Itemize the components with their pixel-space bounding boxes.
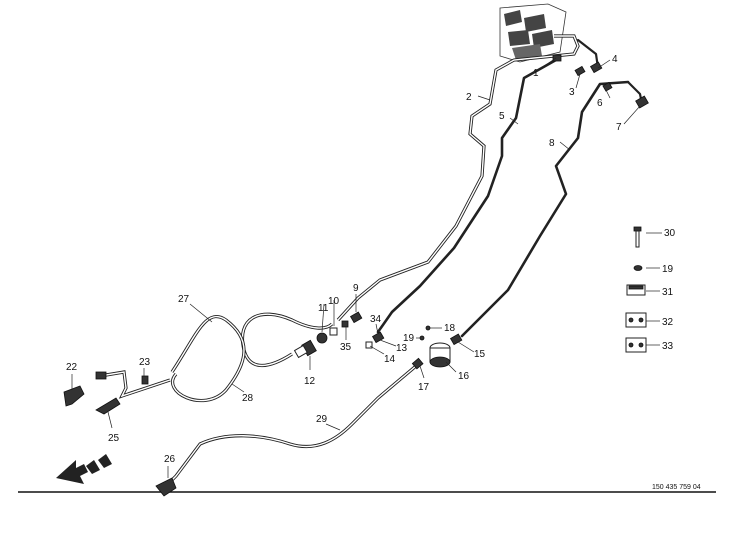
fitting-1	[552, 54, 562, 62]
fitting-26	[155, 477, 177, 497]
fitting-27-end	[95, 371, 107, 380]
callout-8: 8	[549, 138, 555, 149]
callout-18: 18	[444, 323, 456, 334]
callout-27: 27	[178, 294, 190, 305]
control-valve-block	[499, 3, 567, 63]
callout-35: 35	[340, 342, 352, 353]
fitting-3	[574, 65, 586, 77]
fitting-35	[341, 320, 349, 328]
fitting-23	[141, 375, 149, 385]
callout-25: 25	[108, 433, 120, 444]
callout-4: 4	[612, 54, 618, 65]
callout-10: 10	[328, 296, 340, 307]
hose-27-28	[99, 312, 334, 402]
pipe-2	[336, 34, 580, 322]
callout-26: 26	[164, 454, 176, 465]
callout-33: 33	[662, 341, 674, 352]
hose-29	[164, 364, 418, 488]
fitting-7	[635, 95, 649, 109]
fitting-25	[95, 397, 121, 415]
fitting-9	[349, 311, 363, 324]
callout-17: 17	[418, 382, 430, 393]
callout-2: 2	[466, 92, 472, 103]
callout-13: 13	[396, 343, 408, 354]
fitting-14	[365, 341, 373, 349]
fitting-11	[316, 332, 328, 344]
part-32-clamp	[625, 312, 647, 328]
callout-16: 16	[458, 371, 470, 382]
callout-19b: 19	[662, 264, 674, 275]
callout-15: 15	[474, 349, 486, 360]
part-30-bolt	[633, 226, 642, 248]
callout-30: 30	[664, 228, 676, 239]
fitting-19a	[419, 335, 425, 341]
callout-11: 11	[318, 303, 329, 314]
pipe-5	[376, 58, 558, 334]
callout-5: 5	[499, 111, 505, 122]
callout-19a: 19	[403, 333, 415, 344]
callout-1: 1	[533, 68, 539, 79]
callout-7: 7	[616, 122, 622, 133]
part-33-clamp	[625, 337, 647, 353]
fitting-10	[329, 327, 338, 336]
callout-6: 6	[597, 98, 603, 109]
fitting-4	[589, 61, 603, 74]
fitting-18	[425, 325, 431, 331]
leader-lines	[71, 57, 662, 478]
callout-29: 29	[316, 414, 328, 425]
callout-32: 32	[662, 317, 674, 328]
document-number: 150 435 759 04	[652, 484, 701, 491]
callout-34: 34	[370, 314, 382, 325]
fitting-22	[63, 385, 85, 407]
callout-3: 3	[569, 87, 575, 98]
callout-9: 9	[353, 283, 359, 294]
callout-28: 28	[242, 393, 254, 404]
fitting-6	[602, 81, 613, 92]
callout-14: 14	[384, 354, 396, 365]
fitting-12	[293, 339, 317, 359]
callout-12: 12	[304, 376, 316, 387]
pipe-8	[460, 80, 630, 338]
callout-31: 31	[662, 287, 674, 298]
filter-16	[429, 342, 451, 368]
callout-23: 23	[139, 357, 151, 368]
part-19-washer	[633, 265, 643, 271]
part-31-clamp	[626, 284, 646, 296]
callout-22: 22	[66, 362, 78, 373]
direction-arrow-icon	[56, 454, 112, 484]
